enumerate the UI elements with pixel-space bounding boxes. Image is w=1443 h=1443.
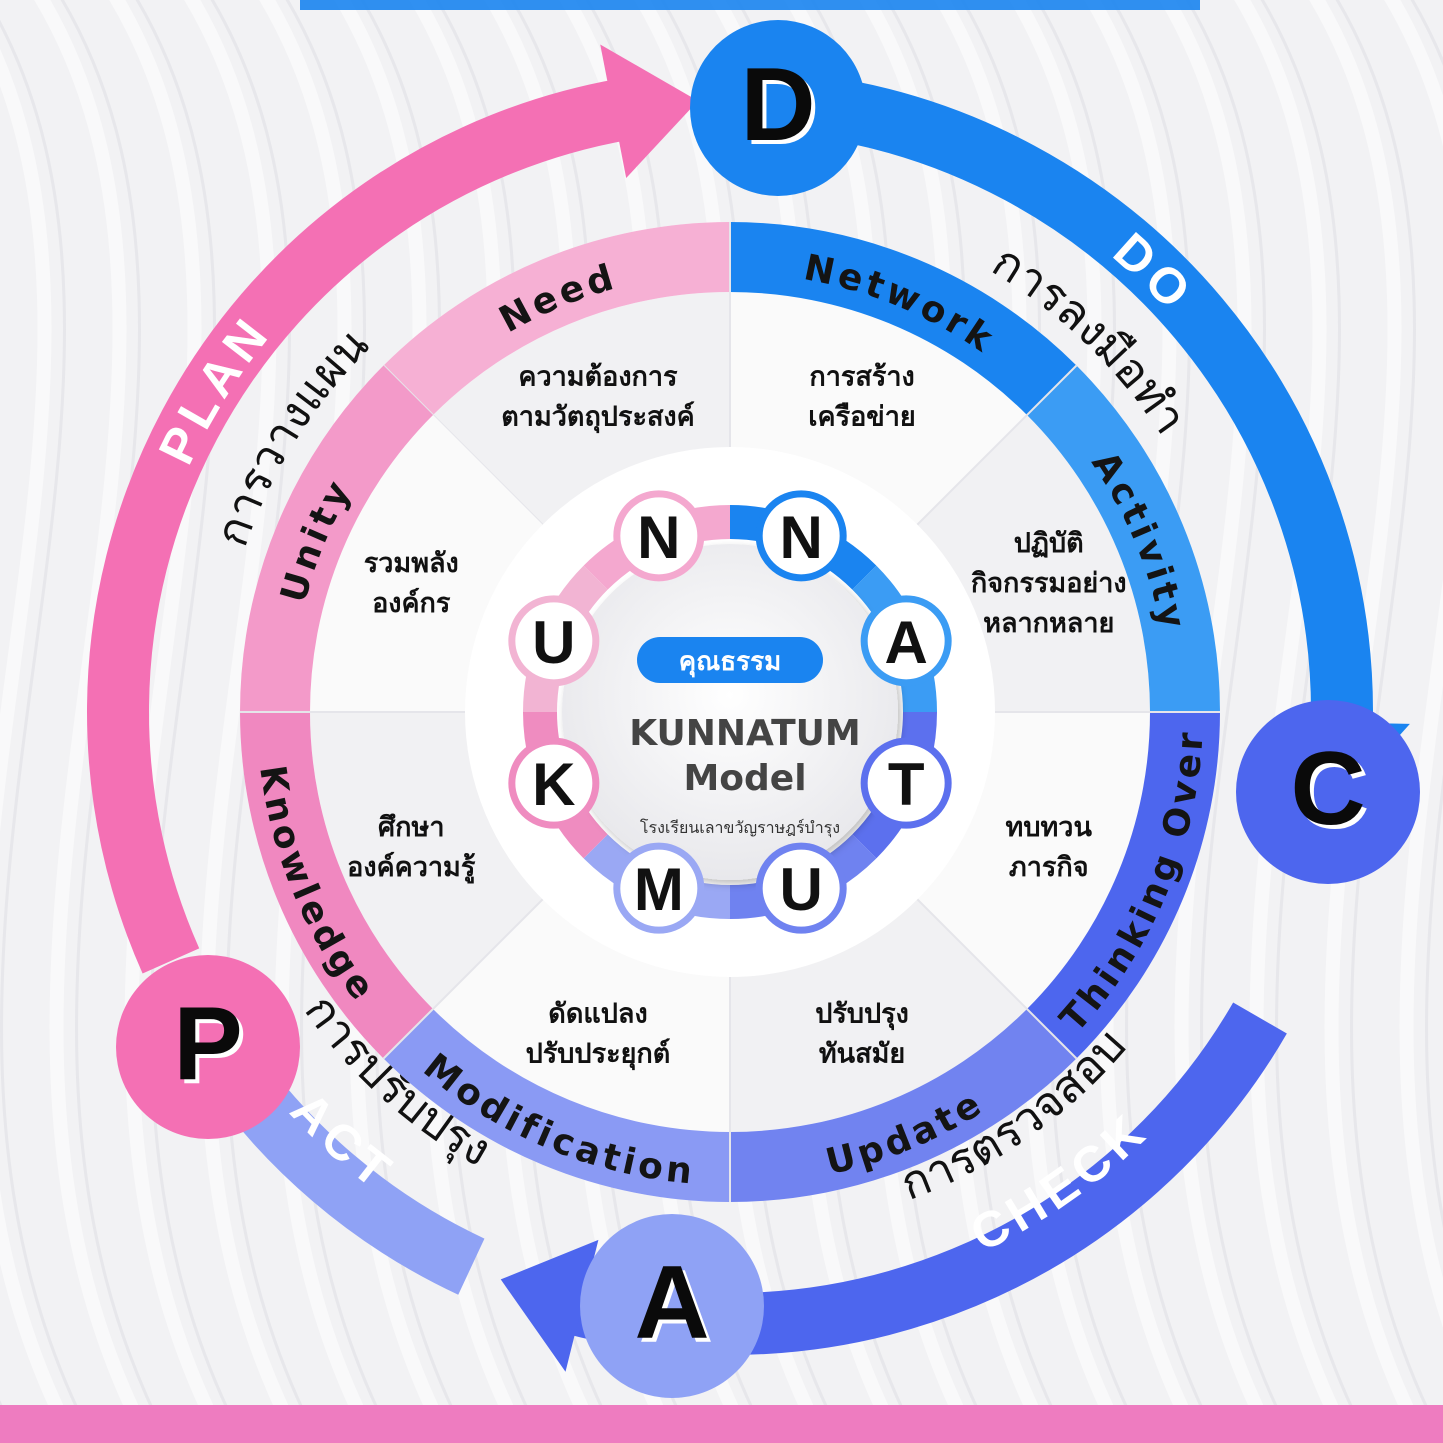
segment-thai-line: ปรับปรุง xyxy=(815,999,909,1031)
svg-text:A: A xyxy=(634,1245,709,1361)
letter-badge-n: N xyxy=(755,490,847,582)
segment-thai-line: ดัดแปลง xyxy=(548,999,647,1030)
letter-badge-u: U xyxy=(508,595,600,687)
svg-text:D: D xyxy=(744,51,819,167)
segment-thai-line: ทันสมัย xyxy=(819,1039,905,1070)
letter-badge-t: T xyxy=(860,737,952,829)
svg-text:A: A xyxy=(638,1249,713,1365)
center-subtitle: Model xyxy=(683,758,806,799)
svg-text:C: C xyxy=(1290,731,1365,847)
svg-text:M: M xyxy=(634,856,684,923)
svg-text:N: N xyxy=(780,504,823,571)
segment-thai-line: องค์กร xyxy=(372,587,451,619)
segment-thai-line: องค์ความรู้ xyxy=(347,851,476,884)
pdca-circle-a: AA xyxy=(580,1214,764,1398)
segment-thai-line: การสร้าง xyxy=(809,361,914,392)
center-badge xyxy=(637,637,823,683)
segment-thai-line: หลากหลาย xyxy=(983,608,1114,639)
svg-text:T: T xyxy=(888,751,925,818)
pdca-circle-p: PP xyxy=(116,955,300,1139)
letter-badge-n: N xyxy=(613,490,705,582)
svg-text:D: D xyxy=(740,47,815,163)
center-badge-label: คุณธรรม xyxy=(679,647,781,678)
letter-badge-m: M xyxy=(613,842,705,934)
segment-thai-line: ปรับประยุกต์ xyxy=(526,1038,671,1071)
segment-thai-line: ศึกษา xyxy=(378,812,444,843)
plan-arrow xyxy=(87,44,698,974)
pdca-circle-c: CC xyxy=(1236,700,1420,884)
svg-text:C: C xyxy=(1294,735,1369,851)
svg-text:U: U xyxy=(532,609,575,676)
svg-text:P: P xyxy=(173,986,242,1102)
svg-text:A: A xyxy=(884,609,927,676)
svg-text:U: U xyxy=(780,856,823,923)
letter-badge-a: A xyxy=(860,595,952,687)
svg-text:P: P xyxy=(177,990,246,1106)
segment-thai-line: กิจกรรมอย่าง xyxy=(971,568,1127,599)
center-disc xyxy=(562,544,898,880)
segment-thai-line: ปฏิบัติ xyxy=(1014,528,1084,559)
pdca-circle-d: DD xyxy=(690,20,866,196)
segment-thai-line: รวมพลัง xyxy=(364,548,459,579)
segment-thai-line: เครือข่าย xyxy=(808,401,915,432)
center-school-name: โรงเรียนเลาขวัญราษฎร์บำรุง xyxy=(640,818,840,838)
svg-text:N: N xyxy=(637,504,680,571)
svg-text:K: K xyxy=(532,751,575,818)
letter-badge-k: K xyxy=(508,737,600,829)
footer-bar xyxy=(0,1405,1443,1443)
center-title: KUNNATUM xyxy=(629,713,860,754)
segment-thai-line: ความต้องการ xyxy=(518,361,678,392)
letter-badge-u: U xyxy=(755,842,847,934)
segment-thai-line: ทบทวน xyxy=(1006,812,1093,843)
header-title-fragment xyxy=(300,0,1200,10)
segment-thai-line: ภารกิจ xyxy=(1009,852,1089,883)
segment-thai-line: ตามวัตถุประสงค์ xyxy=(501,400,694,433)
